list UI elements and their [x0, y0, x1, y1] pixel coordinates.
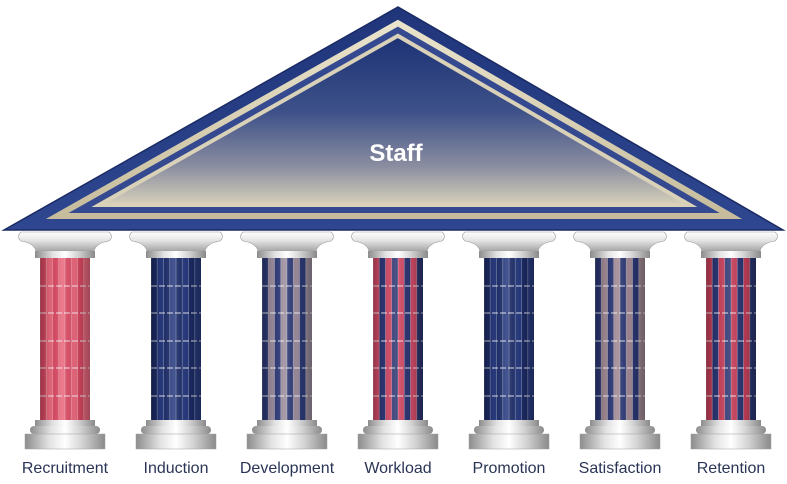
pillar-label: Satisfaction — [579, 460, 662, 477]
pillar-base — [579, 420, 661, 450]
pillar-shaft — [483, 258, 534, 420]
pillar-workload: Workload — [351, 231, 445, 477]
pillar-shaft — [150, 258, 201, 420]
pillar-shaft — [261, 258, 312, 420]
pillars: Recruitment Induction Development Workload P… — [18, 231, 778, 477]
pillar-base — [246, 420, 328, 450]
pillar-shaft — [594, 258, 645, 420]
pillar-capital — [684, 231, 778, 258]
pillar-development: Development — [240, 231, 335, 477]
pillar-capital — [573, 231, 667, 258]
pillar-label: Retention — [697, 460, 766, 477]
pillar-label: Promotion — [473, 460, 546, 477]
pillar-label: Induction — [144, 460, 209, 477]
pillar-capital — [129, 231, 223, 258]
pillar-label: Development — [240, 460, 335, 477]
pillar-induction: Induction — [129, 231, 223, 477]
pillar-satisfaction: Satisfaction — [573, 231, 667, 477]
pillar-capital — [18, 231, 112, 258]
pillar-base — [24, 420, 106, 450]
pillar-base — [690, 420, 772, 450]
pillar-capital — [240, 231, 334, 258]
pillar-label: Recruitment — [22, 460, 109, 477]
pillar-base — [468, 420, 550, 450]
pillar-base — [135, 420, 217, 450]
pillar-retention: Retention — [684, 231, 778, 477]
pediment: Staff — [1, 6, 786, 231]
pediment-title: Staff — [369, 140, 423, 167]
pillar-shaft — [39, 258, 90, 420]
pillar-shaft — [705, 258, 756, 420]
pillar-label: Workload — [364, 460, 431, 477]
pillar-capital — [351, 231, 445, 258]
pillar-base — [357, 420, 439, 450]
pillar-recruitment: Recruitment — [18, 231, 112, 477]
pillar-promotion: Promotion — [462, 231, 556, 477]
pillar-capital — [462, 231, 556, 258]
pillar-shaft — [372, 258, 423, 420]
pediment-inner — [106, 38, 683, 203]
